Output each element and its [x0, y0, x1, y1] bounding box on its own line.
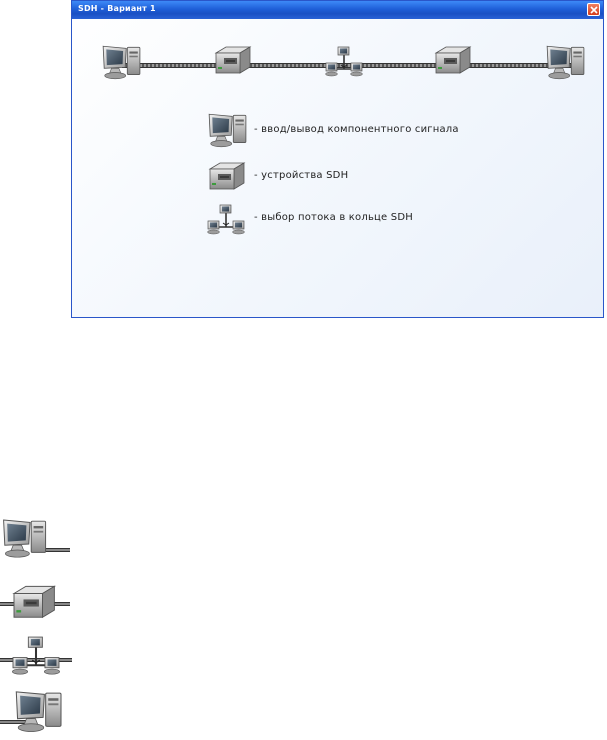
computer-icon[interactable]: [0, 514, 70, 564]
sdh-device-icon: [206, 161, 246, 193]
window-title: SDH - Вариант 1: [78, 4, 156, 13]
sdh-device-icon: [212, 45, 252, 77]
computer-icon: [544, 43, 586, 81]
network-branch-icon: [206, 201, 246, 237]
sdh-device-icon[interactable]: [0, 580, 70, 626]
network-branch-icon[interactable]: [0, 628, 72, 680]
title-bar[interactable]: SDH - Вариант 1: [72, 1, 603, 19]
sdh-device-icon: [432, 45, 472, 77]
legend-label: - ввод/вывод компонентного сигнала: [254, 124, 459, 135]
legend-label: - устройства SDH: [254, 170, 349, 181]
close-button[interactable]: [587, 3, 600, 16]
legend-label: - выбор потока в кольце SDH: [254, 212, 413, 223]
computer-icon[interactable]: [0, 686, 70, 738]
sdh-variant-window: SDH - Вариант 1 - ввод/вывод компонентно…: [71, 0, 604, 318]
computer-icon: [206, 111, 248, 149]
close-icon: [590, 6, 598, 14]
network-branch-icon: [324, 43, 364, 79]
computer-icon: [100, 43, 142, 81]
